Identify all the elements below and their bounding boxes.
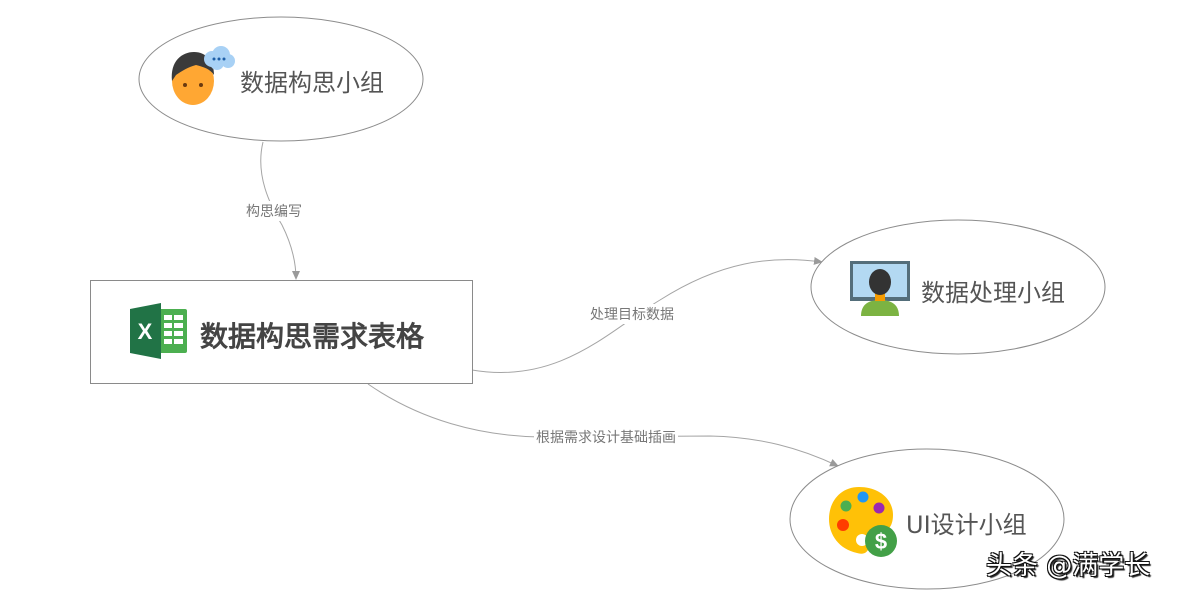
node-ui-group[interactable] <box>789 448 1065 590</box>
thinking-person-icon <box>171 46 235 105</box>
edge-label-sheet-to-ui: 根据需求设计基础插画 <box>534 427 678 447</box>
excel-icon: X <box>130 303 187 359</box>
node-data-group[interactable] <box>810 219 1106 355</box>
node-label-data-group: 数据处理小组 <box>921 279 1065 307</box>
node-label-requirements-sheet: 数据构思需求表格 <box>200 320 425 353</box>
edge-sheet-to-data[interactable] <box>471 256 823 373</box>
watermark: 头条 @满学长 <box>986 551 1151 581</box>
palette-dollar-icon: $ <box>829 487 897 557</box>
monitor-person-icon <box>850 261 910 316</box>
edge-label-idea-to-sheet: 构思编写 <box>244 201 304 221</box>
edge-label-sheet-to-data: 处理目标数据 <box>588 304 676 324</box>
edge-sheet-to-ui[interactable] <box>367 383 839 467</box>
svg-text:$: $ <box>875 529 887 554</box>
node-idea-group[interactable] <box>138 16 424 142</box>
node-label-idea-group: 数据构思小组 <box>240 69 384 97</box>
edge-idea-to-sheet[interactable] <box>260 141 300 280</box>
svg-text:X: X <box>138 319 153 344</box>
node-label-ui-group: UI设计小组 <box>906 511 1027 539</box>
